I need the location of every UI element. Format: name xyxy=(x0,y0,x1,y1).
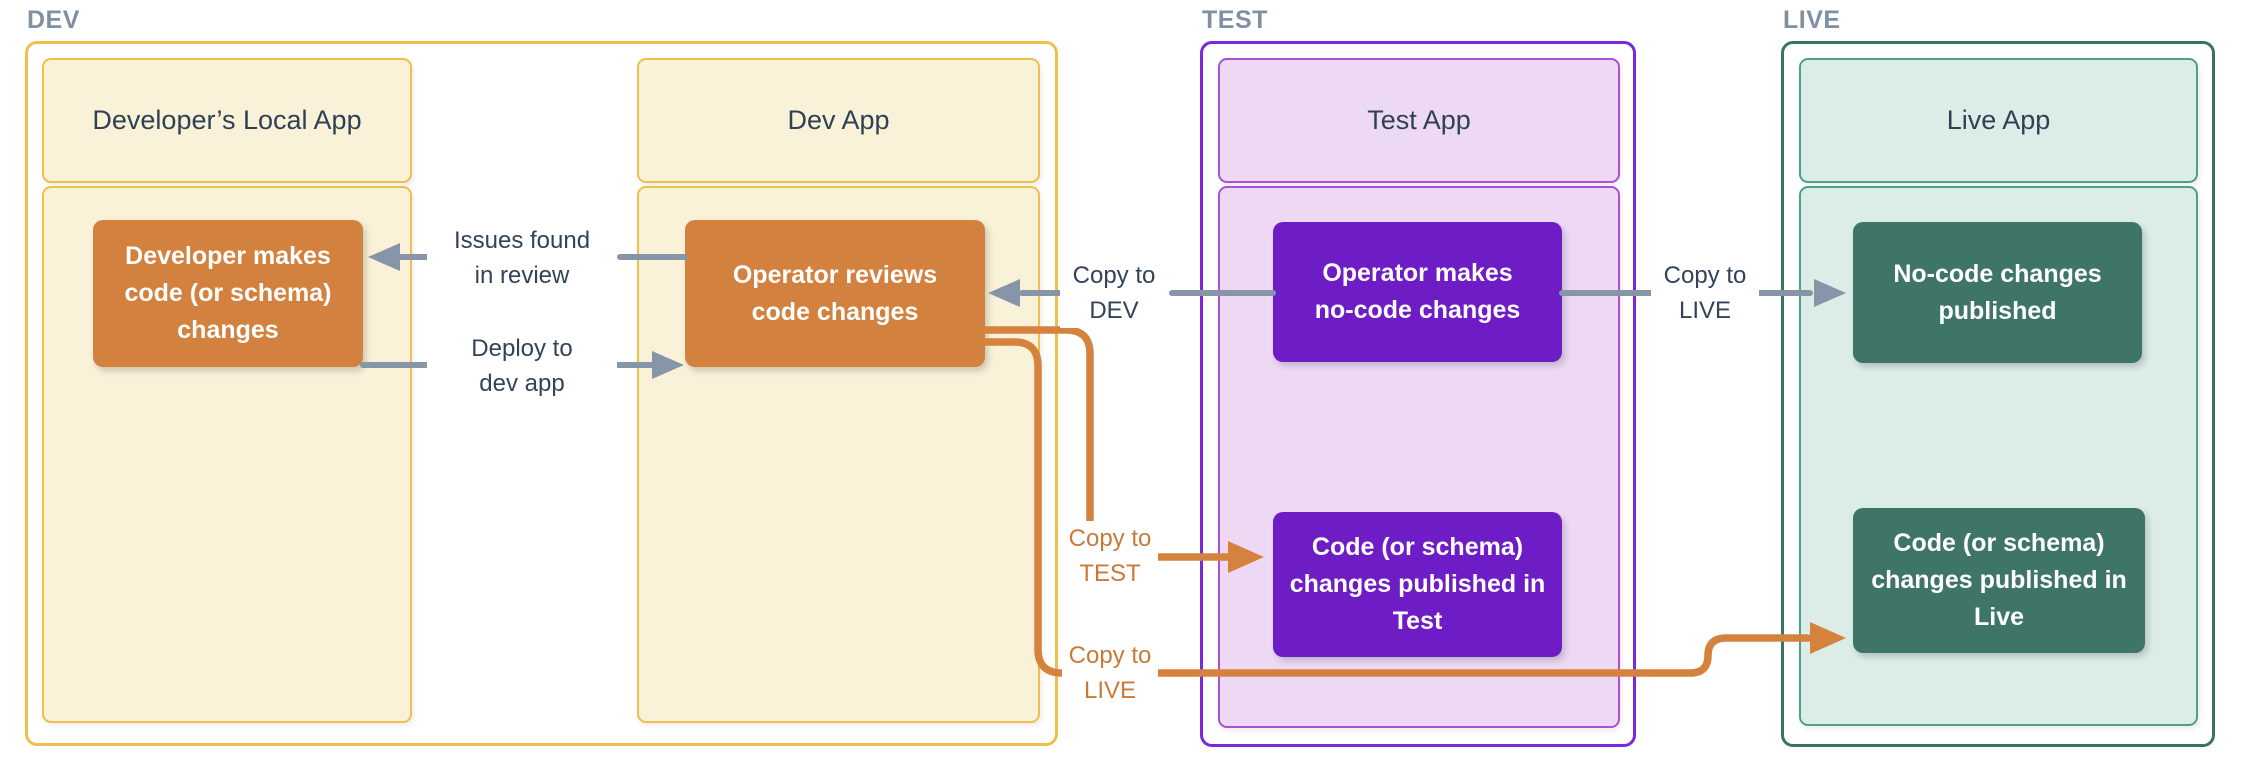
live-app-title: Live App xyxy=(1946,105,2051,135)
node-changes-published-live: Code (or schema) changes published in Li… xyxy=(1853,508,2145,653)
node-operator-reviews-changes: Operator reviews code changes xyxy=(685,220,985,367)
dev-app-title: Dev App xyxy=(787,105,890,135)
developers-local-app-title: Developer’s Local App xyxy=(92,105,362,135)
dev-app-header: Dev App xyxy=(637,58,1040,183)
deploy-to-dev-label: Deploy to dev app xyxy=(427,329,617,403)
copy-to-live-orange-label: Copy to LIVE xyxy=(1062,638,1158,708)
node-developer-makes-changes: Developer makes code (or schema) changes xyxy=(93,220,363,367)
node-operator-no-code-changes: Operator makes no-code changes xyxy=(1273,222,1562,362)
live-group-label: LIVE xyxy=(1783,6,1841,34)
test-app-title: Test App xyxy=(1367,105,1471,135)
copy-to-test-label: Copy to TEST xyxy=(1062,521,1158,591)
node-no-code-changes-published: No-code changes published xyxy=(1853,222,2142,363)
developers-local-app-header: Developer’s Local App xyxy=(42,58,412,183)
issues-found-label: Issues found in review xyxy=(427,221,617,295)
node-changes-published-test: Code (or schema) changes published in Te… xyxy=(1273,512,1562,657)
test-group-label: TEST xyxy=(1202,6,1268,34)
dev-group-label: DEV xyxy=(27,6,80,34)
copy-to-live-gray-label: Copy to LIVE xyxy=(1651,258,1759,328)
test-app-header: Test App xyxy=(1218,58,1620,183)
copy-to-dev-label: Copy to DEV xyxy=(1060,258,1168,328)
live-app-header: Live App xyxy=(1799,58,2198,183)
